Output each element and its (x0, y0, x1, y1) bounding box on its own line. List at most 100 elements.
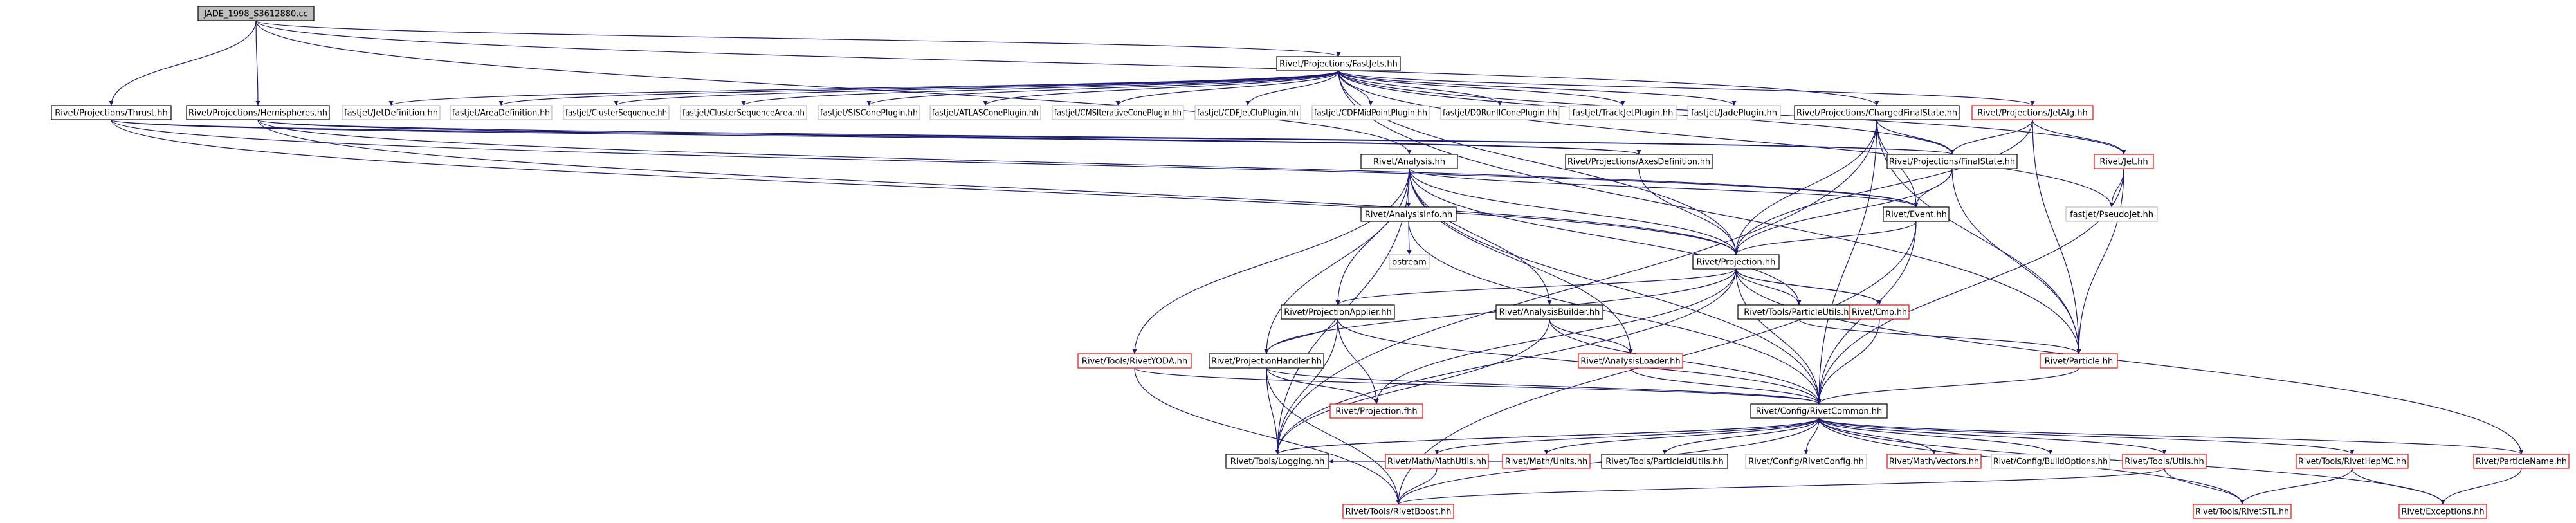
node-box-fj_areadef (450, 105, 553, 120)
node-mathutils[interactable]: Rivet/Math/MathUtils.hh (1385, 454, 1489, 469)
node-label-rivetyoda: Rivet/Tools/RivetYODA.hh (1082, 357, 1187, 367)
node-ostream[interactable]: ostream (1389, 254, 1430, 270)
node-projhandler[interactable]: Rivet/ProjectionHandler.hh (1209, 353, 1324, 369)
node-projection[interactable]: Rivet/Projection.hh (1692, 254, 1780, 270)
node-vectors[interactable]: Rivet/Math/Vectors.hh (1886, 454, 1982, 469)
node-rivetconfig[interactable]: Rivet/Config/RivetConfig.hh (1745, 454, 1867, 469)
node-fastjets[interactable]: Rivet/Projections/FastJets.hh (1276, 56, 1401, 71)
edge-rivetcommon-to-units (1546, 417, 1820, 455)
node-label-thrust: Rivet/Projections/Thrust.hh (55, 109, 168, 118)
node-cmp[interactable]: Rivet/Cmp.hh (1849, 304, 1910, 320)
node-fj_clseq[interactable]: fastjet/ClusterSequence.hh (563, 105, 670, 120)
node-fj_areadef[interactable]: fastjet/AreaDefinition.hh (450, 105, 553, 120)
node-particlename[interactable]: Rivet/ParticleName.hh (2473, 454, 2570, 469)
node-box-vectors (1886, 454, 1982, 469)
node-fj_cdfjetclu[interactable]: fastjet/CDFJetCluPlugin.hh (1194, 105, 1301, 120)
node-fj_jade[interactable]: fastjet/JadePlugin.hh (1687, 105, 1781, 120)
node-box-fj_clseqarea (680, 105, 807, 120)
edge-hemispheres-to-event (257, 119, 1917, 208)
node-box-chargedfs (1794, 105, 1960, 120)
arrowhead-projhandler-to-projectionfhh (1374, 399, 1379, 404)
node-exceptions[interactable]: Rivet/Exceptions.hh (2398, 504, 2487, 519)
node-projapplier[interactable]: Rivet/ProjectionApplier.hh (1281, 304, 1395, 320)
node-particleutils[interactable]: Rivet/Tools/ParticleUtils.hh (1737, 304, 1861, 320)
arrowhead-root-to-thrust (109, 101, 114, 106)
node-rivetstl[interactable]: Rivet/Tools/RivetSTL.hh (2193, 504, 2292, 519)
node-label-event: Rivet/Event.hh (1885, 210, 1947, 220)
node-label-rivetstl: Rivet/Tools/RivetSTL.hh (2195, 508, 2289, 517)
edge-fastjets-to-fj_d0run (1338, 70, 1501, 106)
node-box-ostream (1389, 254, 1430, 270)
node-fj_atlascone[interactable]: fastjet/ATLASConePlugin.hh (929, 105, 1041, 120)
arrowhead-event-to-projection (1733, 250, 1739, 255)
node-analysis[interactable]: Rivet/Analysis.hh (1360, 154, 1458, 169)
arrowhead-hemispheres-to-axesdef (1636, 150, 1641, 154)
edge-root-to-hemispheres (255, 20, 259, 106)
node-event[interactable]: Rivet/Event.hh (1883, 206, 1950, 222)
arrowhead-particlename-to-exceptions (2440, 500, 2445, 504)
edge-analysis-to-rivetyoda (1134, 168, 1410, 354)
edge-projapplier-to-projhandler (1266, 318, 1338, 354)
node-pseudojet[interactable]: fastjet/PseudoJet.hh (2065, 206, 2158, 222)
edge-hemispheres-to-projection (257, 119, 1737, 255)
node-fj_cmsit[interactable]: fastjet/CMSIterativeConePlugin.hh (1052, 105, 1184, 120)
arrowhead-rivetcommon-to-utils (2162, 450, 2167, 454)
node-particle[interactable]: Rivet/Particle.hh (2040, 353, 2118, 369)
node-rivetyoda[interactable]: Rivet/Tools/RivetYODA.hh (1077, 353, 1192, 369)
node-logging[interactable]: Rivet/Tools/Logging.hh (1225, 454, 1329, 469)
node-rivetboost[interactable]: Rivet/Tools/RivetBoost.hh (1342, 504, 1454, 519)
node-hemispheres[interactable]: Rivet/Projections/Hemispheres.hh (186, 105, 330, 120)
edge-chargedfs-to-projection (1735, 119, 1877, 255)
arrowhead-rivethepmc-to-rivetstl (2240, 500, 2245, 504)
node-fj_track[interactable]: fastjet/TrackJetPlugin.hh (1569, 105, 1677, 120)
node-units[interactable]: Rivet/Math/Units.hh (1502, 454, 1591, 469)
edge-jetalg-to-finalstate (1951, 119, 2033, 155)
node-finalstate[interactable]: Rivet/Projections/FinalState.hh (1886, 154, 2018, 169)
node-analysisinfo[interactable]: Rivet/AnalysisInfo.hh (1360, 206, 1457, 222)
node-box-logging (1225, 454, 1329, 469)
node-jet[interactable]: Rivet/Jet.hh (2094, 154, 2154, 169)
node-analysisbuilder[interactable]: Rivet/AnalysisBuilder.hh (1495, 304, 1603, 320)
edge-particle-to-rivetcommon (1818, 367, 2079, 405)
edge-thrust-to-projection (111, 119, 1737, 255)
node-analysisloader[interactable]: Rivet/AnalysisLoader.hh (1578, 353, 1683, 369)
node-box-event (1883, 206, 1950, 222)
node-label-fj_atlascone: fastjet/ATLASConePlugin.hh (932, 109, 1039, 118)
edge-finalstate-to-particle (1951, 168, 2079, 354)
node-particleidutils[interactable]: Rivet/Tools/ParticleIdUtils.hh (1601, 454, 1728, 469)
arrowhead-analysisinfo-to-ostream (1407, 250, 1412, 255)
node-rivetcommon[interactable]: Rivet/Config/RivetCommon.hh (1750, 403, 1888, 419)
edge-axesdef-to-projection (1638, 168, 1737, 255)
node-label-jetalg: Rivet/Projections/JetAlg.hh (1977, 109, 2088, 118)
node-fj_jetdef[interactable]: fastjet/JetDefinition.hh (342, 105, 441, 120)
arrowhead-fastjets-to-fj_track (1620, 101, 1625, 106)
edge-utils-to-rivetboost (1398, 468, 2165, 505)
node-projectionfhh[interactable]: Rivet/Projection.fhh (1329, 403, 1423, 419)
edge-rivetcommon-to-particleidutils (1664, 417, 1820, 455)
node-thrust[interactable]: Rivet/Projections/Thrust.hh (51, 105, 172, 120)
edge-rivetcommon-to-buildoptions (1818, 417, 2051, 455)
node-rivethepmc[interactable]: Rivet/Tools/RivetHepMC.hh (2296, 454, 2409, 469)
node-box-units (1502, 454, 1591, 469)
node-label-analysisinfo: Rivet/AnalysisInfo.hh (1365, 210, 1452, 220)
node-root[interactable]: JADE_1998_S3612880.cc (197, 6, 315, 21)
node-box-analysisinfo (1360, 206, 1457, 222)
node-fj_siscone[interactable]: fastjet/SISConePlugin.hh (818, 105, 920, 120)
node-label-fj_siscone: fastjet/SISConePlugin.hh (820, 109, 918, 118)
edge-projhandler-to-rivetcommon (1266, 367, 1820, 405)
node-box-root (197, 6, 315, 21)
node-fj_clseqarea[interactable]: fastjet/ClusterSequenceArea.hh (680, 105, 807, 120)
node-utils[interactable]: Rivet/Tools/Utils.hh (2122, 454, 2207, 469)
node-label-analysis: Rivet/Analysis.hh (1373, 158, 1445, 167)
node-buildoptions[interactable]: Rivet/Config/BuildOptions.hh (1991, 454, 2110, 469)
edge-root-to-thrust (111, 20, 257, 106)
node-fj_d0run[interactable]: fastjet/D0RunIIConePlugin.hh (1440, 105, 1560, 120)
node-chargedfs[interactable]: Rivet/Projections/ChargedFinalState.hh (1794, 105, 1960, 120)
node-label-finalstate: Rivet/Projections/FinalState.hh (1889, 158, 2015, 167)
node-axesdef[interactable]: Rivet/Projections/AxesDefinition.hh (1565, 154, 1713, 169)
edge-fastjets-to-fj_cdfjetclu (1247, 70, 1339, 106)
node-fj_cdfmid[interactable]: fastjet/CDFMidPointPlugin.hh (1311, 105, 1430, 120)
node-label-fj_cmsit: fastjet/CMSIterativeConePlugin.hh (1054, 109, 1182, 118)
edge-jetalg-to-jet (2032, 119, 2124, 155)
node-jetalg[interactable]: Rivet/Projections/JetAlg.hh (1971, 105, 2094, 120)
